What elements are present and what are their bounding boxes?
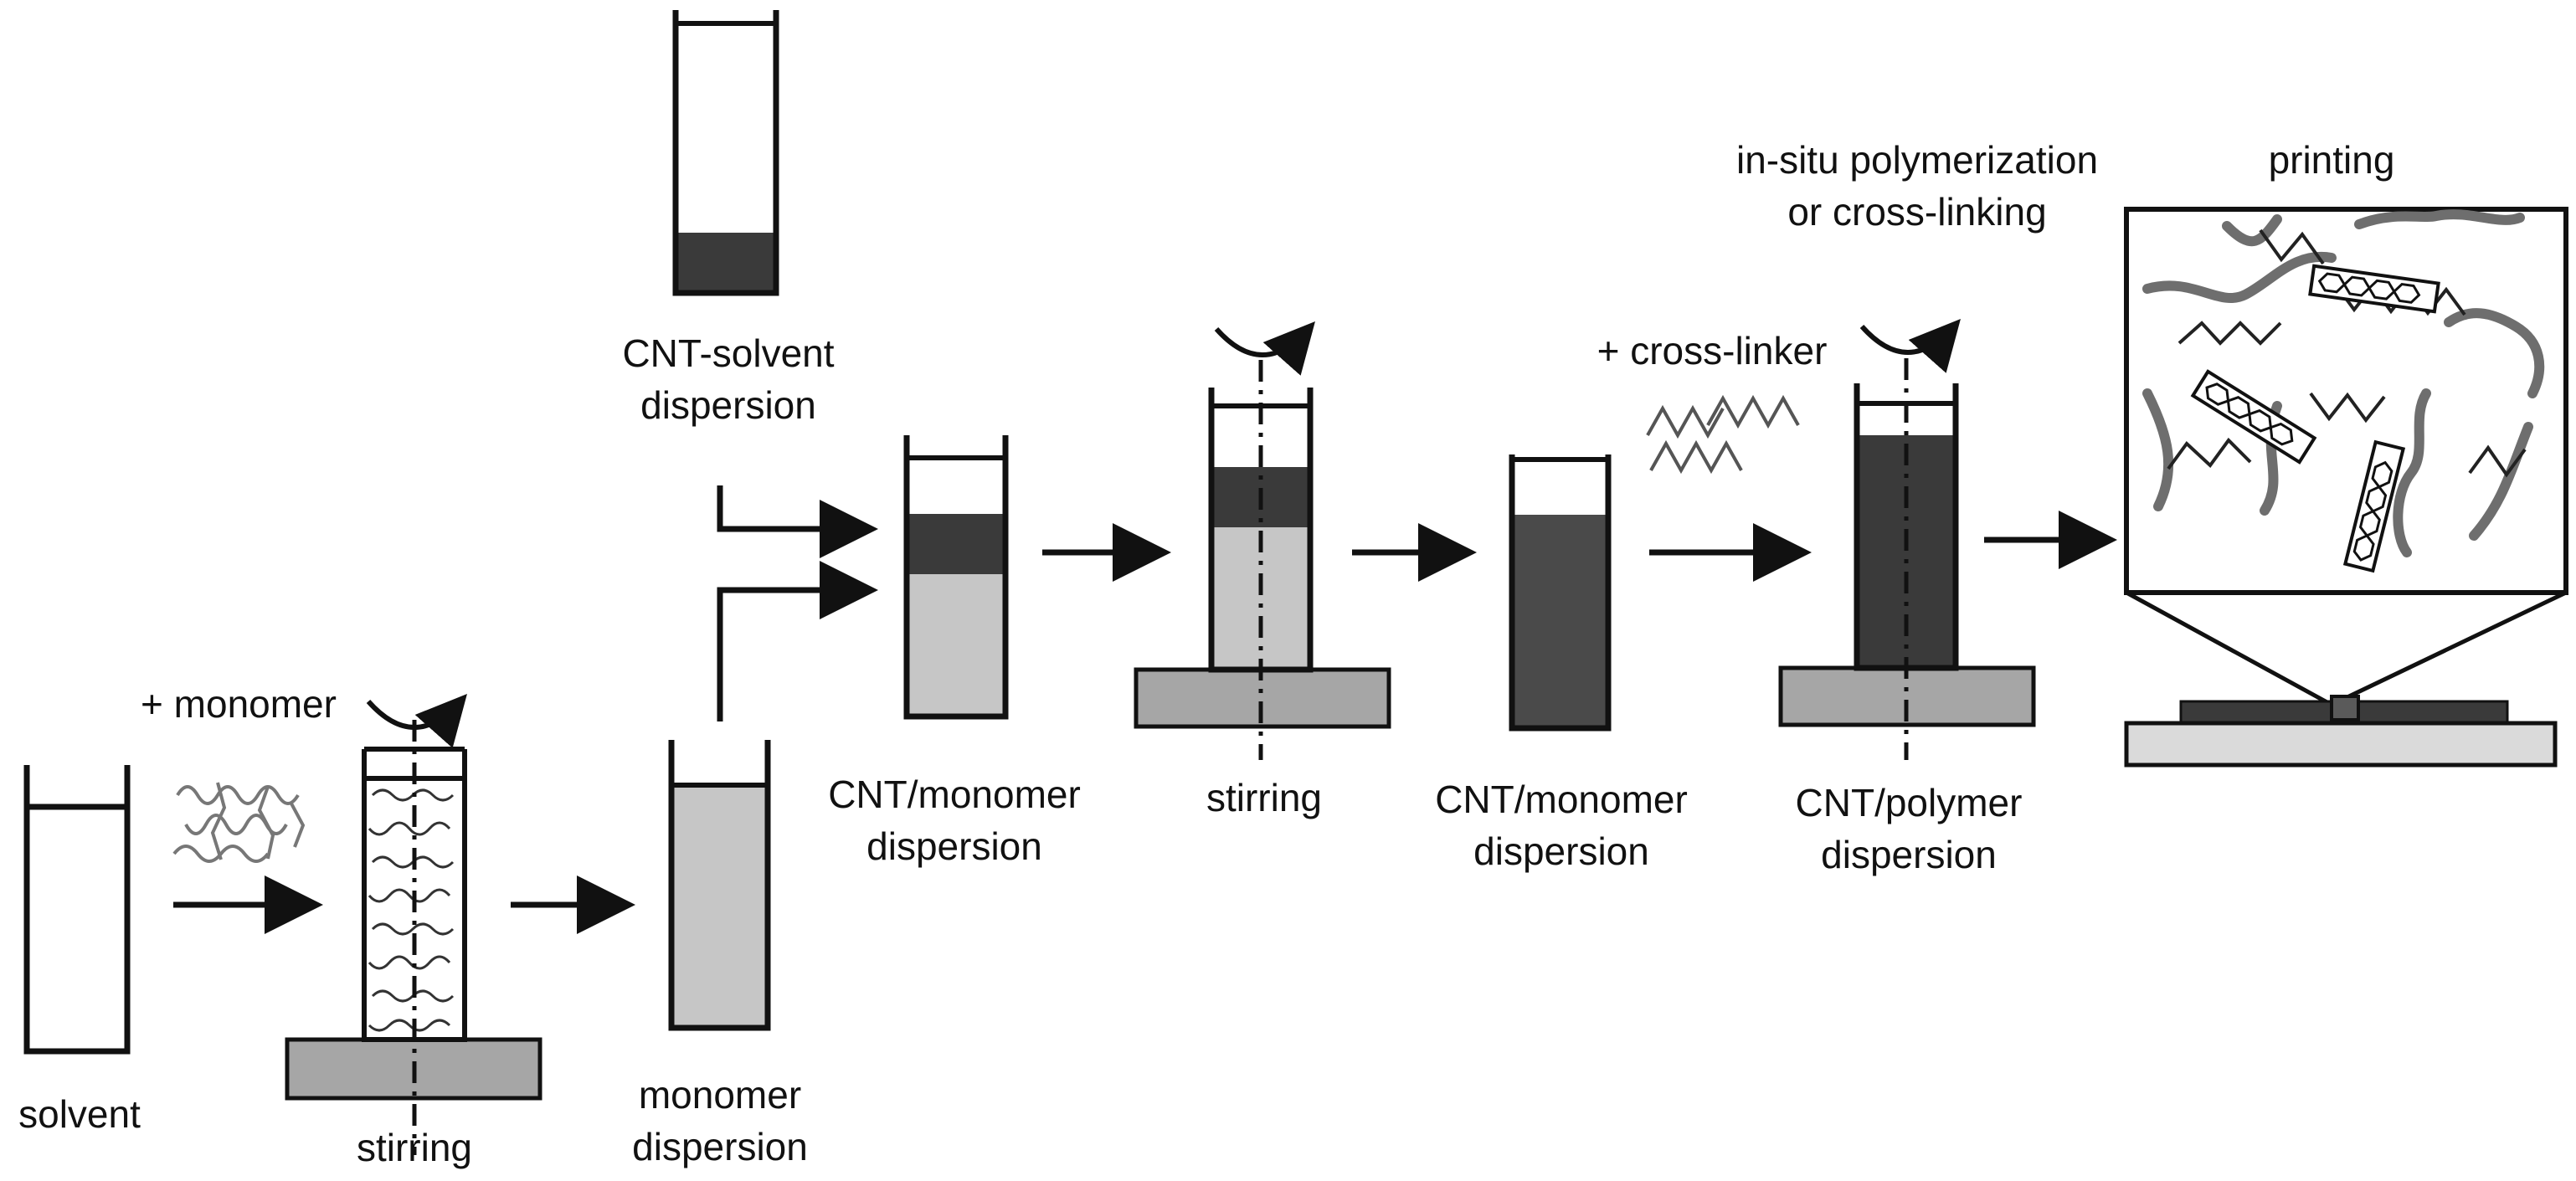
label-cnt-polymer-dispersion: CNT/polymer dispersion: [1795, 781, 2023, 877]
monomer-chains-icon: [172, 782, 306, 863]
cross-linker-icon: [1646, 394, 1800, 475]
label-plus-monomer: + monomer: [141, 682, 337, 726]
label-plus-cross-linker: + cross-linker: [1597, 329, 1828, 372]
label-cnt-solvent-dispersion: CNT-solvent dispersion: [622, 331, 835, 428]
cnt-solvent-beaker: [672, 10, 779, 296]
solvent-beaker: [23, 765, 131, 1055]
label-monomer-dispersion: monomer dispersion: [632, 1073, 808, 1169]
label-printing: printing: [2268, 138, 2395, 182]
cnt-monomer-beaker-2: [1509, 454, 1612, 732]
stirrer-3: [1778, 319, 2036, 760]
stirrer-2: [1134, 321, 1391, 760]
label-stirring-2: stirring: [1206, 776, 1323, 819]
label-solvent: solvent: [18, 1092, 141, 1136]
stirrer-1: [285, 694, 542, 1155]
label-cnt-monomer-dispersion-1: CNT/monomer dispersion: [828, 773, 1081, 869]
label-in-situ: in-situ polymerization or cross-linking: [1735, 138, 2099, 234]
label-stirring-1: stirring: [356, 1126, 473, 1169]
printing-zoom: [2124, 207, 2568, 768]
label-cnt-monomer-dispersion-2: CNT/monomer dispersion: [1435, 778, 1688, 874]
monomer-dispersion-beaker: [668, 740, 771, 1031]
merge-arrows: [717, 485, 878, 721]
cnt-monomer-beaker-1: [903, 435, 1009, 720]
